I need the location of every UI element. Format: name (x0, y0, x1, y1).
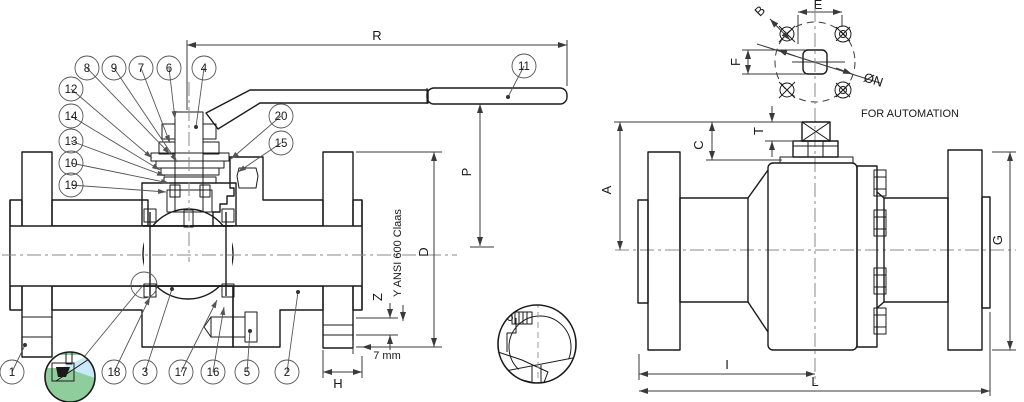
callout-6: 6 (156, 55, 182, 120)
callout-17: 17 (168, 299, 218, 385)
dim-A: A (599, 121, 802, 250)
dim-label-C: C (691, 140, 706, 149)
stem-top (802, 49, 828, 75)
dim-label-E: E (814, 0, 823, 12)
callout-13: 13 (58, 128, 166, 177)
callout-20: 20 (230, 103, 294, 160)
dim-R: R (186, 28, 568, 110)
svg-text:2: 2 (284, 367, 290, 379)
callout-7: 7 (128, 55, 171, 144)
dim-label-T: T (751, 127, 766, 135)
dim-label-G: G (990, 235, 1005, 245)
callout-16: 16 (200, 306, 226, 385)
callout-5: 5 (234, 329, 260, 385)
handle (205, 87, 568, 130)
section-view: R P D Y ANSI 600 Claas Z 7 mm (0, 28, 577, 402)
callout-8: 8 (74, 55, 171, 155)
svg-text:1: 1 (9, 367, 15, 379)
svg-text:3: 3 (142, 367, 148, 379)
dim-label-N: ØN (862, 70, 885, 90)
dim-label-A: A (599, 185, 614, 194)
ball-detail-circle (497, 304, 577, 384)
dim-label-I: I (725, 357, 729, 372)
callout-18: 18 (101, 296, 151, 385)
dim-label-D: D (416, 247, 431, 256)
mounting-pad (779, 156, 854, 164)
svg-text:4: 4 (201, 63, 208, 75)
callout-4: 4 (191, 55, 217, 129)
bolt-hole-bottom-right (834, 81, 852, 99)
dim-N: ØN (756, 43, 885, 90)
for-automation-note: FOR AUTOMATION (861, 108, 959, 120)
dim-H: H (322, 350, 363, 391)
seat-detail-circle (44, 283, 145, 402)
callout-9: 9 (101, 55, 178, 163)
svg-text:11: 11 (518, 61, 530, 73)
packing-ring (160, 167, 220, 176)
svg-text:13: 13 (65, 136, 78, 148)
svg-text:10: 10 (65, 158, 78, 170)
body-joint-bolt (236, 167, 259, 189)
svg-text:16: 16 (207, 367, 220, 379)
callouts: 8 9 7 6 4 12 14 13 10 19 20 15 11 1 18 3… (0, 53, 537, 385)
dim-label-Z: Z (370, 293, 385, 301)
dim-P: P (459, 104, 494, 248)
svg-text:5: 5 (244, 367, 250, 379)
dim-G: G (990, 151, 1016, 351)
dim-label-raised-face: 7 mm (373, 350, 401, 362)
svg-text:14: 14 (65, 111, 78, 123)
detail-reference-circle (130, 271, 158, 299)
dim-F: F (728, 49, 806, 75)
callout-10: 10 (58, 150, 170, 184)
dim-C: C (691, 122, 782, 161)
callout-19: 19 (58, 172, 167, 198)
ball (142, 208, 234, 300)
packing-ring-2 (163, 176, 217, 184)
bolt-hole-top-right (834, 25, 852, 43)
drain-plug (203, 311, 258, 343)
dim-B: B (751, 2, 791, 41)
svg-text:18: 18 (108, 367, 121, 379)
side-view: A C T G I L (599, 8, 1016, 396)
svg-text:8: 8 (84, 63, 90, 75)
svg-text:12: 12 (65, 84, 78, 96)
dim-I: I (638, 354, 815, 380)
dim-raised-face: 7 mm (352, 340, 401, 362)
dim-label-H: H (333, 376, 342, 391)
dim-E: E (797, 0, 843, 44)
svg-text:19: 19 (65, 180, 78, 192)
bolt-hole-bottom-left (778, 81, 796, 99)
stem-square (801, 121, 831, 142)
callout-14: 14 (58, 103, 161, 171)
handle-grip (426, 87, 568, 105)
dim-label-R: R (372, 28, 381, 43)
flange-class-label: Y ANSI 600 Claas (392, 209, 404, 297)
callout-12: 12 (58, 76, 153, 159)
svg-text:9: 9 (111, 63, 117, 75)
side-body (767, 162, 858, 351)
side-body-bolts (873, 169, 887, 335)
dim-L: L (639, 312, 991, 396)
svg-text:17: 17 (175, 367, 188, 379)
dim-label-P: P (459, 168, 474, 177)
side-stem-top (779, 121, 854, 164)
bolt-hole-top-left (778, 25, 796, 43)
dim-label-B: B (751, 2, 768, 19)
callout-1: 1 (0, 343, 27, 385)
svg-text:20: 20 (275, 111, 288, 123)
svg-text:7: 7 (138, 63, 144, 75)
callout-15: 15 (237, 130, 294, 173)
dim-label-L: L (811, 374, 818, 389)
callout-3: 3 (132, 287, 174, 385)
dim-label-F: F (728, 58, 743, 66)
callout-2: 2 (274, 290, 300, 385)
svg-text:6: 6 (166, 63, 172, 75)
svg-text:15: 15 (275, 138, 288, 150)
dim-T: T (751, 106, 800, 157)
side-valve-outline (637, 121, 991, 351)
dim-flange-class: Y ANSI 600 Claas (392, 209, 406, 321)
top-view: ØN B E F FOR AUTOMATION (728, 0, 959, 120)
callout-11: 11 (506, 53, 537, 99)
